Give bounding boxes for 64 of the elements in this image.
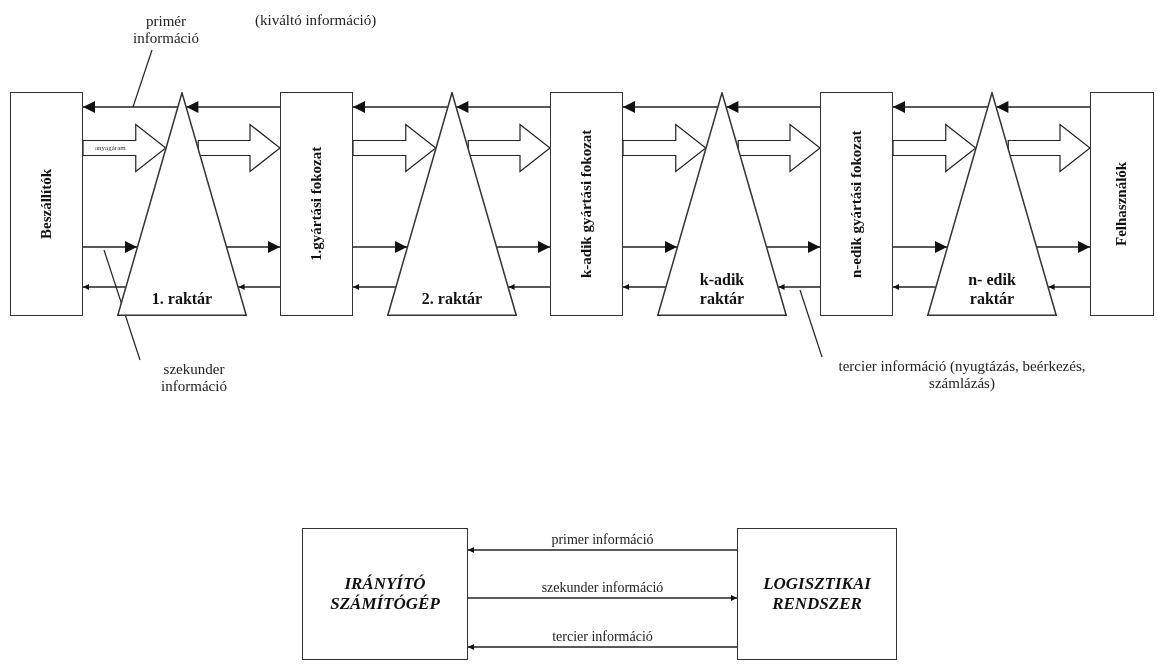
warehouse-label: k-adik raktár bbox=[698, 271, 746, 308]
warehouse-label: n- edik raktár bbox=[967, 271, 1017, 308]
hollow-arrow bbox=[82, 123, 167, 173]
arrow bbox=[622, 241, 678, 253]
hollow-arrow bbox=[467, 123, 551, 173]
warehouse-label: 2. raktár bbox=[421, 289, 483, 308]
box-label: n-edik gyártási fokozat bbox=[847, 129, 865, 279]
box-label: LOGISZTIKAI RENDSZER bbox=[762, 573, 872, 615]
system-box bbox=[737, 528, 897, 660]
box-label: Beszállítók bbox=[37, 168, 55, 241]
arrow bbox=[995, 101, 1091, 113]
box-label: Felhasználók bbox=[1113, 160, 1131, 249]
arrow bbox=[467, 547, 738, 553]
annotation-text: tercier információ (nyugtázás, beérkezés, számlázás) bbox=[837, 357, 1087, 393]
note-text: (kiváltó információ) bbox=[255, 12, 377, 29]
arrow bbox=[455, 101, 551, 113]
arrow bbox=[237, 284, 281, 290]
warehouse-triangle bbox=[387, 92, 517, 316]
arrow bbox=[507, 284, 551, 290]
arrow bbox=[892, 241, 948, 253]
arrow bbox=[892, 284, 937, 290]
warehouse-triangle bbox=[657, 92, 787, 316]
arrow bbox=[467, 644, 738, 650]
arrow bbox=[496, 241, 551, 253]
warehouse-triangle bbox=[927, 92, 1057, 316]
arrow bbox=[622, 101, 719, 113]
annotation-text: szekunder információ bbox=[160, 360, 228, 396]
system-box bbox=[302, 528, 468, 660]
hollow-arrow bbox=[737, 123, 821, 173]
hollow-arrow bbox=[1007, 123, 1091, 173]
hollow-arrow bbox=[197, 123, 281, 173]
arrow bbox=[185, 101, 281, 113]
box-label: 1.gyártási fokozat bbox=[307, 145, 325, 264]
process-box bbox=[10, 92, 83, 316]
arrow bbox=[766, 241, 821, 253]
warehouse-label: 1. raktár bbox=[151, 289, 213, 308]
leader-line bbox=[132, 49, 153, 108]
arrow bbox=[1047, 284, 1091, 290]
box-label: k-adik gyártási fokozat bbox=[577, 129, 595, 279]
arrow bbox=[226, 241, 281, 253]
arrow bbox=[467, 595, 738, 601]
arrow bbox=[777, 284, 821, 290]
process-box bbox=[820, 92, 893, 316]
arrow bbox=[892, 101, 989, 113]
arrow bbox=[622, 284, 667, 290]
arrow bbox=[82, 101, 179, 113]
arrow bbox=[725, 101, 821, 113]
arrow bbox=[82, 241, 138, 253]
arrow bbox=[1036, 241, 1091, 253]
arrow bbox=[352, 241, 408, 253]
leader-line bbox=[103, 249, 141, 361]
box-label: IRÁNYÍTÓ SZÁMÍTÓGÉP bbox=[329, 573, 441, 615]
hollow-arrow bbox=[622, 123, 707, 173]
hollow-arrow bbox=[892, 123, 977, 173]
process-box bbox=[280, 92, 353, 316]
annotation-text: primér információ bbox=[132, 12, 200, 48]
process-box bbox=[1090, 92, 1154, 316]
arrow bbox=[352, 101, 449, 113]
edge-label: primer információ bbox=[549, 532, 656, 548]
leader-line bbox=[799, 289, 823, 358]
process-box bbox=[550, 92, 623, 316]
arrow bbox=[352, 284, 397, 290]
arrow bbox=[82, 284, 127, 290]
hollow-arrow bbox=[352, 123, 437, 173]
